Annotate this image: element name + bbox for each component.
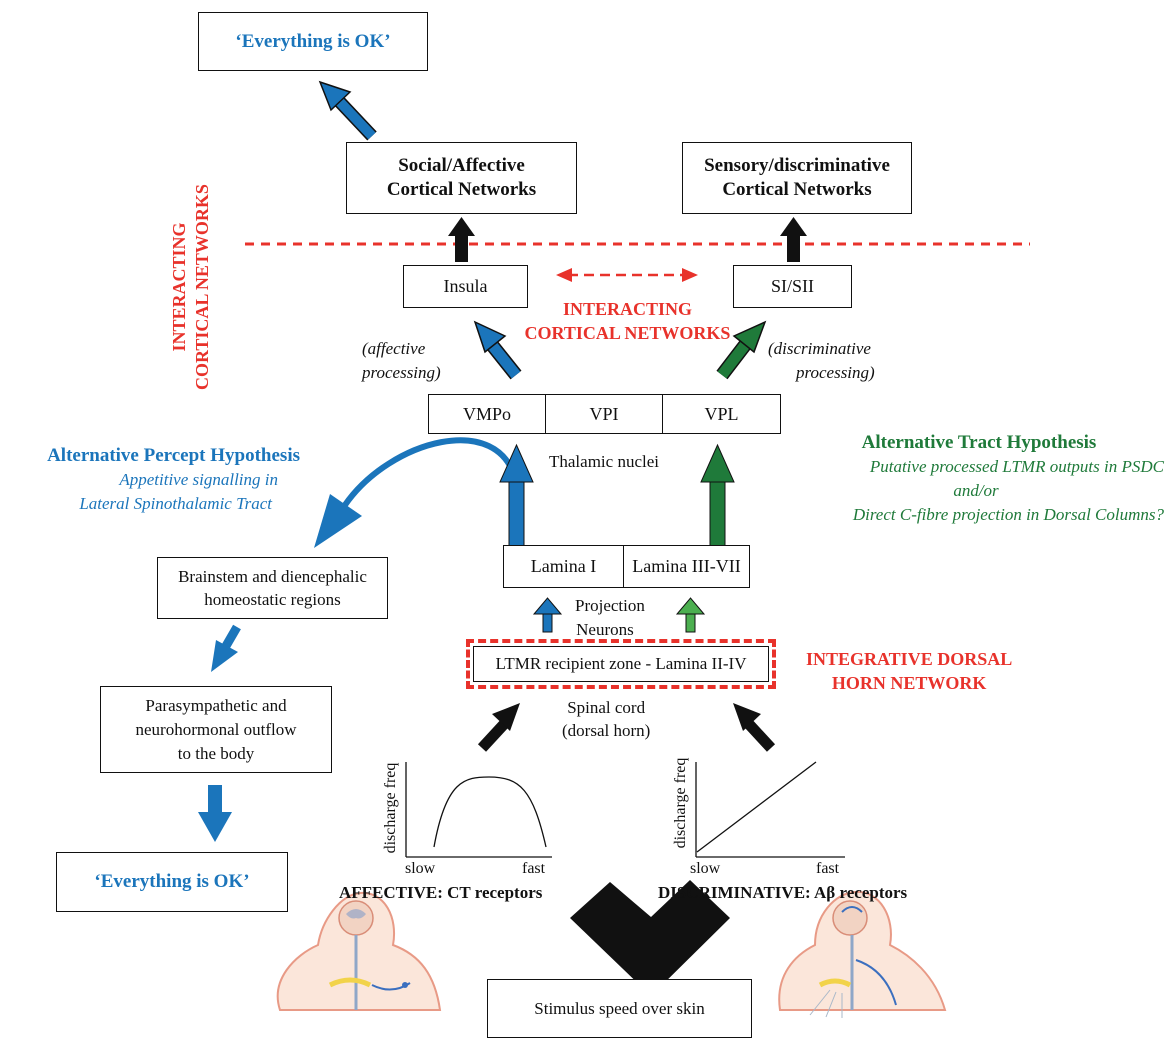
projection-neurons-label: Projection Neurons	[575, 594, 645, 642]
social-line2: Cortical Networks	[386, 179, 537, 200]
affective-xhigh: fast	[522, 860, 546, 877]
top-everything-ok-box: ‘Everything is OK’	[198, 12, 428, 71]
affective-ylabel: discharge freq	[382, 762, 399, 854]
top-everything-ok-text: ‘Everything is OK’	[235, 30, 391, 52]
lamina-i-cell: Lamina I	[504, 546, 624, 587]
blue-arrow-lamina-to-thalamus	[499, 443, 534, 559]
affective-processing-line2: processing)	[362, 363, 441, 382]
green-arrow-lamina-to-thalamus	[700, 443, 735, 559]
thalamus-cell-vpi: VPI	[546, 395, 663, 433]
alt-percept-title: Alternative Percept Hypothesis	[47, 445, 300, 466]
parasym-line3: to the body	[177, 743, 255, 763]
thalamus-cell-vmpo: VMPo	[429, 395, 546, 433]
alt-percept-line1: Appetitive signalling in	[119, 470, 278, 489]
affective-processing-label: (affective processing)	[362, 337, 441, 385]
black-arrow-affective-to-horn	[477, 703, 520, 752]
blue-arrow-to-insula	[473, 320, 522, 380]
sisii-text: SI/SII	[770, 276, 814, 296]
discriminative-xlow: slow	[690, 860, 721, 877]
discriminative-processing-line2: processing)	[796, 363, 875, 382]
integrative-line1: INTEGRATIVE DORSAL	[806, 649, 1013, 669]
affective-processing-line1: (affective	[362, 339, 426, 358]
social-affective-box: Social/Affective Cortical Networks	[346, 142, 577, 214]
insula-text: Insula	[443, 276, 488, 296]
spinal-line1: Spinal cord	[567, 698, 646, 717]
black-arrow-to-sensory	[780, 217, 807, 262]
lamina-iii-vii-cell: Lamina III-VII	[632, 556, 741, 576]
right-body-illustration	[778, 890, 947, 1018]
discriminative-caption: DISCRIMINATIVE: Aβ receptors	[658, 883, 908, 902]
sisii-box: SI/SII	[733, 265, 852, 308]
small-green-projection-arrow	[675, 597, 706, 633]
sensory-discriminative-box: Sensory/discriminative Cortical Networks	[682, 142, 912, 214]
red-dashed-double-arrow	[556, 268, 698, 282]
alt-tract-line2: and/or	[953, 481, 999, 500]
spinal-line2: (dorsal horn)	[562, 721, 651, 740]
discriminative-ylabel: discharge freq	[672, 757, 689, 849]
parasympathetic-box: Parasympathetic and neurohormonal outflo…	[100, 686, 332, 773]
center-label-line2: CORTICAL NETWORKS	[524, 323, 731, 343]
alt-percept-block: Alternative Percept Hypothesis Appetitiv…	[0, 443, 310, 516]
brainstem-box: Brainstem and diencephalic homeostatic r…	[157, 557, 388, 619]
alt-tract-block: Alternative Tract Hypothesis Putative pr…	[764, 430, 1164, 527]
alt-tract-title: Alternative Tract Hypothesis	[861, 432, 1097, 453]
parasym-line2: neurohormonal outflow	[135, 719, 297, 739]
blue-curved-arrow	[314, 437, 519, 548]
sensory-line1: Sensory/discriminative	[704, 155, 890, 176]
insula-box: Insula	[403, 265, 528, 308]
blue-arrow-brainstem-to-parasym	[211, 624, 241, 672]
ltmr-zone-text: LTMR recipient zone - Lamina II-IV	[495, 654, 747, 673]
bottom-everything-ok-box: ‘Everything is OK’	[56, 852, 288, 912]
bottom-everything-ok-text: ‘Everything is OK’	[94, 871, 250, 892]
center-interacting-label: INTERACTING CORTICAL NETWORKS	[525, 297, 731, 345]
brainstem-line2: homeostatic regions	[204, 590, 341, 609]
thalamic-nuclei-label: Thalamic nuclei	[549, 452, 659, 471]
affective-caption: AFFECTIVE: CT receptors	[339, 883, 543, 902]
thalamic-nuclei-row: VMPo VPI VPL	[428, 394, 781, 434]
ltmr-zone-box: LTMR recipient zone - Lamina II-IV	[466, 639, 776, 689]
alt-tract-line1: Putative processed LTMR outputs in PSDC	[869, 457, 1164, 476]
affective-curve	[433, 776, 547, 848]
spinal-cord-label: Spinal cord (dorsal horn)	[562, 696, 650, 742]
vertical-interacting-label: INTERACTING CORTICAL NETWORKS	[168, 137, 218, 437]
projection-line1: Projection	[575, 596, 645, 615]
vertical-label-line1: INTERACTING	[169, 222, 189, 352]
discriminative-processing-label: (discriminative processing)	[768, 337, 875, 385]
integrative-line2: HORN NETWORK	[831, 673, 987, 693]
blue-arrow-parasym-to-ok	[198, 785, 232, 842]
integrative-dorsal-horn-label: INTEGRATIVE DORSAL HORN NETWORK	[806, 647, 1012, 695]
social-line1: Social/Affective	[398, 155, 525, 176]
left-body-illustration	[276, 891, 442, 1011]
small-blue-projection-arrow	[532, 597, 563, 633]
alt-percept-line2: Lateral Spinothalamic Tract	[79, 494, 272, 513]
stimulus-chevron	[570, 880, 730, 996]
blue-arrow-to-top-ok	[318, 80, 377, 141]
stimulus-text: Stimulus speed over skin	[534, 998, 705, 1018]
vertical-label-line2: CORTICAL NETWORKS	[192, 184, 212, 390]
sensory-line2: Cortical Networks	[722, 179, 872, 200]
discriminative-processing-line1: (discriminative	[768, 339, 871, 358]
stimulus-box: Stimulus speed over skin	[487, 979, 752, 1038]
center-label-line1: INTERACTING	[562, 299, 693, 319]
affective-xlow: slow	[405, 860, 436, 877]
brainstem-line1: Brainstem and diencephalic	[178, 567, 367, 586]
black-arrow-to-social	[448, 217, 475, 262]
discriminative-xhigh: fast	[816, 860, 840, 877]
green-arrow-to-sisii	[716, 320, 767, 380]
affective-graph	[405, 762, 552, 858]
parasym-line1: Parasympathetic and	[145, 695, 287, 715]
thalamus-cell-vpl: VPL	[704, 403, 739, 424]
discriminative-line	[696, 761, 817, 853]
alt-tract-line3: Direct C-fibre projection in Dorsal Colu…	[852, 505, 1164, 524]
black-arrow-discriminative-to-horn	[733, 703, 776, 752]
discriminative-graph	[695, 761, 845, 858]
projection-line2: Neurons	[576, 620, 634, 639]
lamina-row: Lamina I Lamina III-VII	[503, 545, 750, 588]
